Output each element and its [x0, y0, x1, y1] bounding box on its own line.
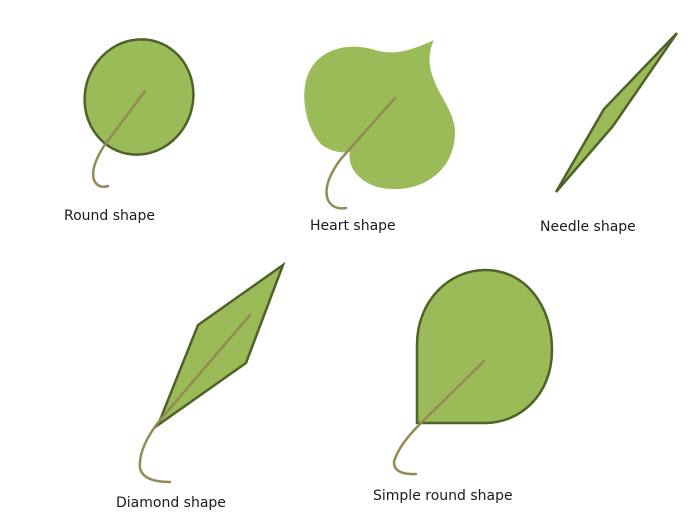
diamond-leaf: [138, 261, 286, 484]
needle-leaf: [554, 32, 679, 193]
heart-shape-label: Heart shape: [310, 218, 396, 234]
round-leaf-stem: [91, 89, 147, 188]
round-shape-label: Round shape: [64, 208, 155, 224]
heart-leaf-stem: [325, 96, 397, 210]
diamond-leaf-stem: [138, 313, 252, 484]
needle-leaf-blade: [554, 32, 679, 193]
heart-leaf: [304, 40, 456, 210]
simple-round-shape-label: Simple round shape: [373, 488, 513, 504]
diamond-shape-label: Diamond shape: [116, 495, 226, 511]
simple-round-leaf-stem: [392, 359, 486, 476]
simple-round-leaf: [392, 268, 554, 476]
round-leaf: [83, 38, 195, 188]
simple-round-leaf-blade: [415, 268, 554, 425]
needle-shape-label: Needle shape: [540, 219, 636, 235]
